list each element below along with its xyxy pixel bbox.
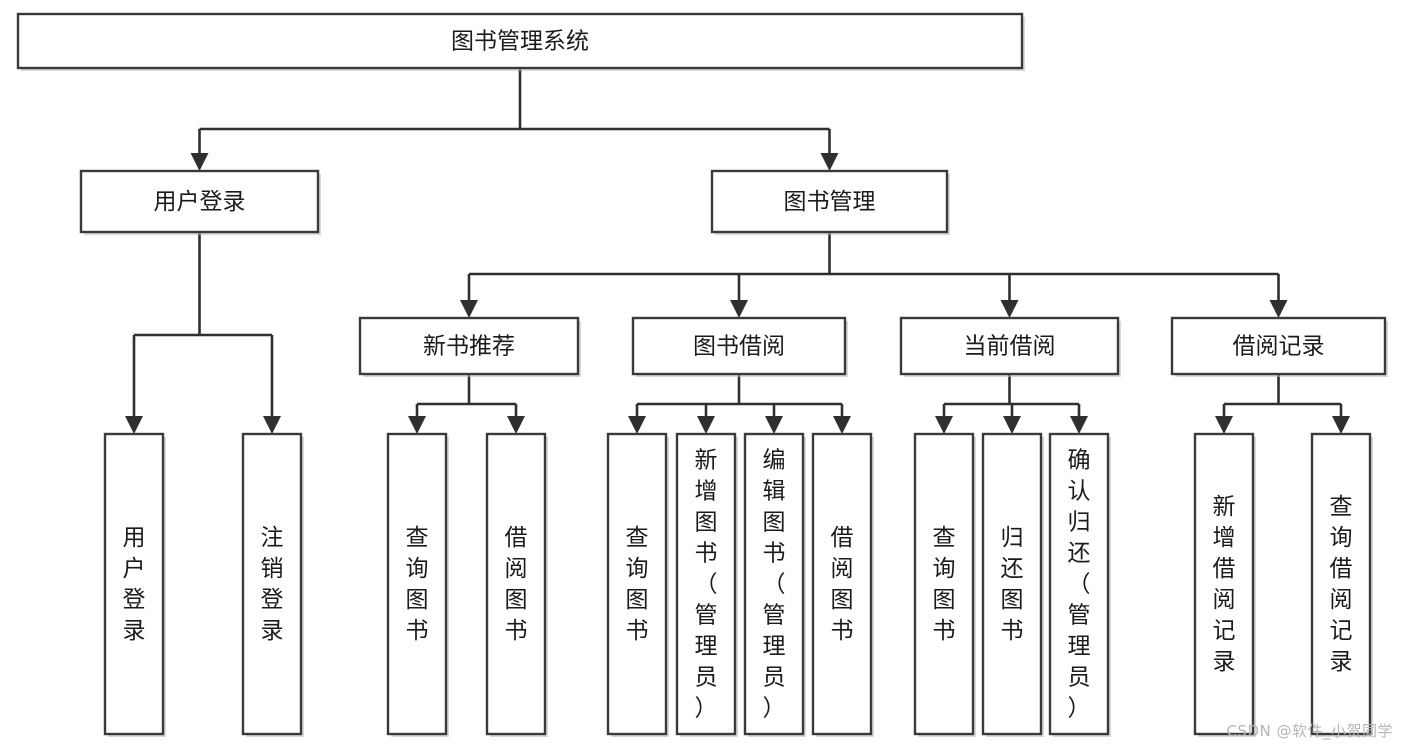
node-label: 新增借阅记录	[1213, 494, 1236, 675]
node-box	[1048, 432, 1110, 736]
node-box	[606, 432, 668, 736]
node-leaf-return-book[interactable]: 归还图书	[981, 432, 1044, 737]
node-leaf-query-book-borrow[interactable]: 查询图书	[606, 432, 669, 737]
arrow-head-icon	[1000, 300, 1019, 318]
arrow-head-icon	[1070, 416, 1088, 434]
arrow-head-icon	[408, 416, 426, 434]
node-box	[16, 12, 1024, 70]
connector-group-current-borrow	[935, 374, 1088, 434]
connector-group-book-borrow	[628, 374, 851, 434]
arrow-head-icon	[697, 416, 715, 434]
node-box	[103, 432, 165, 736]
node-leaf-query-book-rec[interactable]: 查询图书	[386, 432, 449, 737]
node-label: 注销登录	[261, 525, 284, 644]
node-label: 查询图书	[406, 525, 429, 644]
node-box	[899, 316, 1120, 376]
node-box	[710, 169, 949, 234]
node-label: 图书管理系统	[451, 29, 589, 55]
node-label: 编辑图书（管理员）	[763, 448, 786, 722]
node-label: 用户登录	[154, 189, 246, 215]
node-box	[913, 432, 975, 736]
node-leaf-edit-book[interactable]: 编辑图书（管理员）	[743, 432, 806, 737]
arrow-head-icon	[190, 153, 209, 171]
node-box	[981, 432, 1043, 736]
node-label: 借阅记录	[1233, 334, 1325, 360]
node-box	[241, 432, 303, 736]
node-label: 查询图书	[626, 525, 649, 644]
node-borrow-record[interactable]: 借阅记录	[1170, 316, 1388, 377]
arrow-head-icon	[820, 153, 839, 171]
connector-layer	[125, 68, 1350, 434]
connector-group-borrow-record	[1215, 374, 1350, 434]
arrow-head-icon	[1332, 416, 1350, 434]
node-box	[386, 432, 448, 736]
node-label: 当前借阅	[964, 334, 1056, 360]
node-leaf-query-record[interactable]: 查询借阅记录	[1310, 432, 1373, 737]
node-leaf-confirm-return[interactable]: 确认归还（管理员）	[1048, 432, 1111, 737]
node-box	[631, 316, 847, 376]
arrow-head-icon	[628, 416, 646, 434]
node-box	[1310, 432, 1372, 736]
connector-group-book-manage	[460, 232, 1288, 318]
node-label: 新书推荐	[423, 334, 515, 360]
node-leaf-borrow-book-rec[interactable]: 借阅图书	[485, 432, 548, 737]
node-leaf-add-book[interactable]: 新增图书（管理员）	[675, 432, 738, 737]
arrow-head-icon	[263, 416, 281, 434]
node-box	[358, 316, 580, 376]
arrow-head-icon	[1269, 300, 1288, 318]
node-leaf-add-record[interactable]: 新增借阅记录	[1193, 432, 1256, 737]
node-label: 新增图书（管理员）	[695, 448, 718, 722]
arrow-head-icon	[765, 416, 783, 434]
connector-group-root	[190, 68, 839, 171]
node-label: 归还图书	[1001, 525, 1024, 644]
node-new-book-rec[interactable]: 新书推荐	[358, 316, 581, 377]
node-label: 用户登录	[123, 525, 146, 644]
node-box	[1193, 432, 1255, 736]
node-layer: 图书管理系统用户登录图书管理新书推荐图书借阅当前借阅借阅记录用户登录注销登录查询…	[16, 12, 1388, 737]
node-leaf-query-book-cur[interactable]: 查询图书	[913, 432, 976, 737]
arrow-head-icon	[833, 416, 851, 434]
node-label: 确认归还（管理员）	[1068, 448, 1091, 722]
node-leaf-logout[interactable]: 注销登录	[241, 432, 304, 737]
watermark-text: CSDN @软件_小贺同学	[1226, 722, 1393, 740]
node-box	[485, 432, 547, 736]
node-box	[743, 432, 805, 736]
node-label: 借阅图书	[505, 525, 528, 644]
node-label: 借阅图书	[831, 525, 854, 644]
node-label: 查询借阅记录	[1330, 494, 1353, 675]
node-leaf-borrow-book[interactable]: 借阅图书	[811, 432, 874, 737]
arrow-head-icon	[935, 416, 953, 434]
arrow-head-icon	[1003, 416, 1021, 434]
node-label: 图书管理	[784, 189, 876, 215]
node-box	[1170, 316, 1387, 376]
node-label: 图书借阅	[693, 334, 785, 360]
node-root[interactable]: 图书管理系统	[16, 12, 1025, 71]
arrow-head-icon	[1215, 416, 1233, 434]
node-book-borrow[interactable]: 图书借阅	[631, 316, 848, 377]
node-label: 查询图书	[933, 525, 956, 644]
arrow-head-icon	[507, 416, 525, 434]
arrow-head-icon	[460, 300, 478, 318]
connector-group-new-book-rec	[408, 374, 525, 434]
node-book-manage[interactable]: 图书管理	[710, 169, 950, 235]
node-user-login[interactable]: 用户登录	[79, 169, 321, 235]
node-leaf-user-login[interactable]: 用户登录	[103, 432, 166, 737]
node-box	[811, 432, 873, 736]
arrow-head-icon	[730, 300, 748, 318]
connector-group-user-login	[125, 232, 281, 434]
node-box	[675, 432, 737, 736]
node-current-borrow[interactable]: 当前借阅	[899, 316, 1121, 377]
node-box	[79, 169, 320, 234]
arrow-head-icon	[125, 416, 143, 434]
